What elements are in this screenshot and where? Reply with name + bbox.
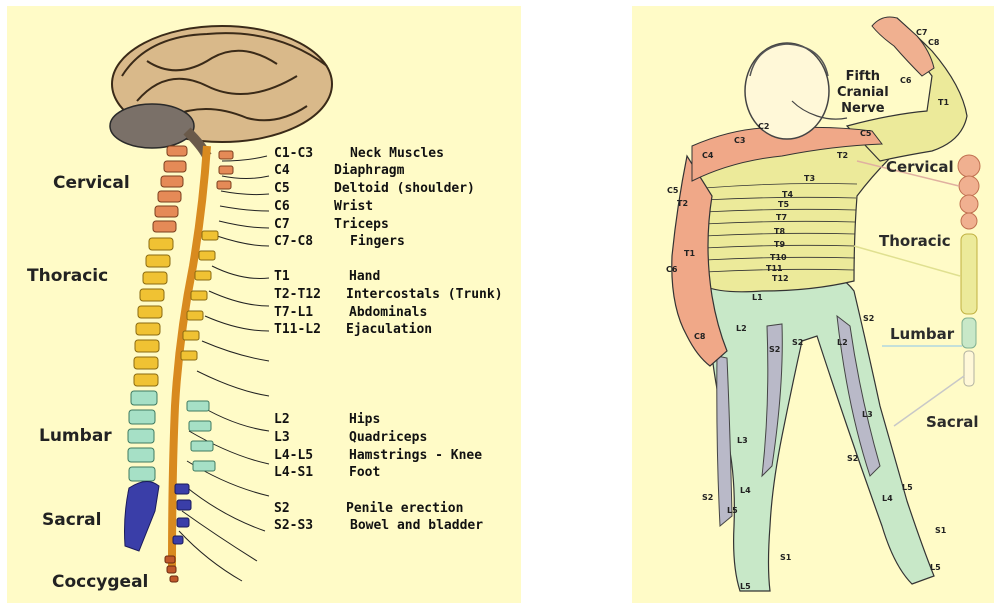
dermatome-label: L1 <box>752 293 763 302</box>
dermatome-label: C5 <box>860 129 871 138</box>
level-function: Hamstrings - Knee <box>349 448 482 463</box>
mini-spine <box>958 155 980 386</box>
region-label-lumbar: Lumbar <box>39 426 112 446</box>
dermatome-label: C3 <box>734 136 745 145</box>
level-code: T7-L1 <box>274 305 313 320</box>
level-code: C7 <box>274 217 290 232</box>
level-code: C6 <box>274 199 290 214</box>
cervical-vertebrae <box>153 146 233 232</box>
dermatome-label: T8 <box>774 227 785 236</box>
level-function: Foot <box>349 465 380 480</box>
dermatome-diagram-panel: Fifth Cranial Nerve Cervical Thoracic Lu… <box>632 6 994 603</box>
level-code: T11-L2 <box>274 322 321 337</box>
dermatome-label: S2 <box>863 314 874 323</box>
dermatome-label: C2 <box>758 122 769 131</box>
dermatome-label: C4 <box>702 151 713 160</box>
level-code: L4-S1 <box>274 465 313 480</box>
spinal-cord-diagram-panel: Cervical Thoracic Lumbar Sacral Coccygea… <box>7 6 521 603</box>
level-code: L3 <box>274 430 290 445</box>
dermatome-label: C8 <box>694 332 705 341</box>
coccyx <box>165 556 178 582</box>
level-code: S2-S3 <box>274 518 313 533</box>
dermatome-label: C5 <box>667 186 678 195</box>
dermatome-label: T1 <box>684 249 695 258</box>
level-function: Deltoid (shoulder) <box>334 181 475 196</box>
dermatome-label: T5 <box>778 200 789 209</box>
region-label-sacral: Sacral <box>926 413 978 431</box>
leg-dermatomes <box>707 273 934 591</box>
dermatome-label: L2 <box>837 338 848 347</box>
cranial-nerve-label: Fifth Cranial Nerve <box>837 69 889 117</box>
level-function: Wrist <box>334 199 373 214</box>
level-code: L4-L5 <box>274 448 313 463</box>
level-code: T1 <box>274 269 290 284</box>
dermatome-label: C6 <box>666 265 677 274</box>
level-function: Hips <box>349 412 380 427</box>
dermatome-label: S1 <box>780 553 791 562</box>
dermatome-label: C6 <box>900 76 911 85</box>
level-function: Penile erection <box>346 501 463 516</box>
dermatome-label: S2 <box>769 345 780 354</box>
dermatome-label: L3 <box>862 410 873 419</box>
dermatome-label: S2 <box>847 454 858 463</box>
dermatome-label: T3 <box>804 174 815 183</box>
level-function: Abdominals <box>349 305 427 320</box>
sacrum <box>125 481 192 551</box>
level-function: Ejaculation <box>346 322 432 337</box>
level-function: Intercostals (Trunk) <box>346 287 503 302</box>
level-code: C4 <box>274 163 290 178</box>
region-label-cervical: Cervical <box>886 158 954 176</box>
dermatome-label: L4 <box>740 486 751 495</box>
dermatome-label: T2 <box>677 199 688 208</box>
level-function: Quadriceps <box>349 430 427 445</box>
dermatome-label: T4 <box>782 190 793 199</box>
dermatome-label: L5 <box>930 563 941 572</box>
dermatome-label: L5 <box>727 506 738 515</box>
spinal-nerves <box>179 156 269 581</box>
region-label-coccygeal: Coccygeal <box>52 572 148 592</box>
dermatome-label: C8 <box>928 38 939 47</box>
raised-hand <box>872 17 934 76</box>
level-function: Bowel and bladder <box>350 518 483 533</box>
brain-illustration <box>110 26 332 156</box>
region-label-thoracic: Thoracic <box>879 232 951 250</box>
dermatome-label: T12 <box>772 274 789 283</box>
dermatome-label: T11 <box>766 264 783 273</box>
dermatome-label: C7 <box>916 28 927 37</box>
dermatome-label: T9 <box>774 240 785 249</box>
level-function: Fingers <box>350 234 405 249</box>
dermatome-label: S2 <box>792 338 803 347</box>
region-label-lumbar: Lumbar <box>890 325 954 343</box>
dermatome-label: L3 <box>737 436 748 445</box>
dermatome-label: S1 <box>935 526 946 535</box>
level-function: Triceps <box>334 217 389 232</box>
dermatome-label: T7 <box>776 213 787 222</box>
dermatome-label: L2 <box>736 324 747 333</box>
dermatome-label: T1 <box>938 98 949 107</box>
dermatome-label: L5 <box>740 582 751 591</box>
region-label-thoracic: Thoracic <box>27 266 108 286</box>
level-function: Neck Muscles <box>350 146 444 161</box>
dermatome-label: T2 <box>837 151 848 160</box>
level-code: T2-T12 <box>274 287 321 302</box>
dermatome-label: T10 <box>770 253 787 262</box>
region-label-sacral: Sacral <box>42 510 101 530</box>
dermatome-label: S2 <box>702 493 713 502</box>
level-function: Diaphragm <box>334 163 404 178</box>
level-code: L2 <box>274 412 290 427</box>
dermatome-label: L5 <box>902 483 913 492</box>
dermatome-body-illustration <box>632 6 994 603</box>
level-function: Hand <box>349 269 380 284</box>
level-code: C5 <box>274 181 290 196</box>
level-code: S2 <box>274 501 290 516</box>
level-code: C7-C8 <box>274 234 313 249</box>
level-code: C1-C3 <box>274 146 313 161</box>
region-label-cervical: Cervical <box>53 173 130 193</box>
dermatome-label: L4 <box>882 494 893 503</box>
